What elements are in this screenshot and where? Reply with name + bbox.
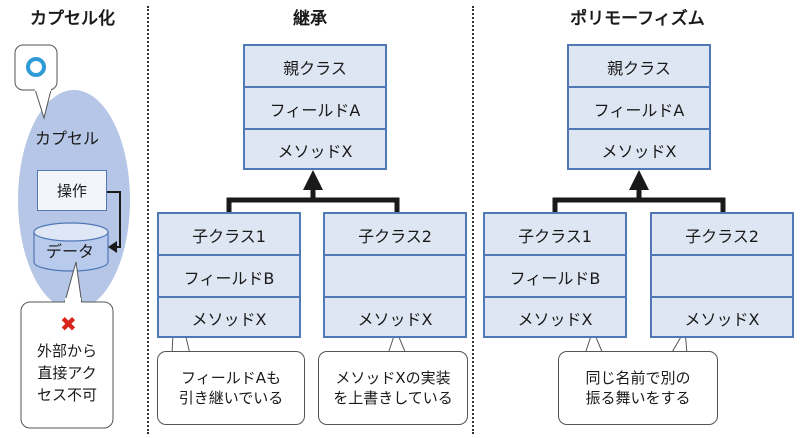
- operation-box: 操作: [37, 170, 107, 211]
- class-field: [325, 256, 465, 297]
- class-name: 子クラス2: [685, 226, 759, 246]
- class-field: フィールドA: [593, 100, 685, 120]
- class-field: [652, 256, 792, 297]
- class-name: 子クラス1: [192, 226, 266, 246]
- data-label: データ: [46, 242, 95, 261]
- inheritance-child1-class: 子クラス1 フィールドB メソッドX: [157, 212, 301, 338]
- class-method: メソッドX: [357, 310, 433, 329]
- inherit-bubble-2: メソッドXの実装 を上書きしている: [318, 351, 468, 425]
- polymorphism-parent-class: 親クラス フィールドA メソッドX: [567, 44, 711, 170]
- section-divider-1: [147, 6, 149, 434]
- class-method: メソッドX: [277, 142, 353, 161]
- bubble-line: 同じ名前で別の: [585, 369, 691, 387]
- deny-line-1: 外部から: [36, 342, 97, 360]
- capsule-heading: カプセル化: [30, 9, 115, 29]
- class-method: メソッドX: [191, 310, 267, 329]
- polymorphism-arrowhead: [629, 170, 649, 190]
- bubble-line: メソッドXの実装: [335, 369, 451, 387]
- class-field: フィールドA: [269, 100, 361, 120]
- capsule-label-bubble: [14, 44, 58, 91]
- polymorphism-child2-class: 子クラス2 メソッドX: [650, 212, 794, 338]
- bubble-line: 振る舞いをする: [585, 389, 691, 407]
- deny-line-3: セス不可: [36, 386, 97, 404]
- bubble-line: フィールドAも: [181, 369, 281, 387]
- class-field: フィールドB: [509, 268, 601, 288]
- class-name: 子クラス1: [518, 226, 592, 246]
- class-name: 親クラス: [283, 58, 347, 78]
- capsule-label: カプセル: [35, 129, 100, 148]
- poly-bubble: 同じ名前で別の 振る舞いをする: [558, 351, 718, 425]
- inheritance-child2-class: 子クラス2 メソッドX: [323, 212, 467, 338]
- operation-to-data-arrow: [107, 191, 121, 248]
- database-icon: [33, 222, 109, 272]
- section-divider-2: [472, 6, 474, 434]
- bubble-line: を上書きしている: [333, 389, 453, 407]
- deny-line-2: 直接アク: [37, 364, 97, 382]
- class-method: メソッドX: [601, 142, 677, 161]
- class-name: 子クラス2: [358, 226, 432, 246]
- arrowhead-left: [108, 241, 117, 253]
- class-field: フィールドB: [183, 268, 275, 288]
- polymorphism-child1-class: 子クラス1 フィールドB メソッドX: [483, 212, 627, 338]
- bubble-line: 引き継いでいる: [178, 389, 284, 407]
- inheritance-heading: 継承: [293, 9, 327, 29]
- polymorphism-heading: ポリモーフィズム: [570, 9, 705, 29]
- circle-icon: [26, 57, 46, 77]
- class-name: 親クラス: [607, 58, 671, 78]
- deny-mark-icon: ✖: [60, 312, 77, 336]
- deny-bubble-text: 外部から 直接アク セス不可: [21, 340, 113, 406]
- inheritance-parent-class: 親クラス フィールドA メソッドX: [243, 44, 387, 170]
- inheritance-arrowhead: [303, 170, 323, 190]
- class-method: メソッドX: [517, 310, 593, 329]
- class-method: メソッドX: [684, 310, 760, 329]
- inherit-bubble-1: フィールドAも 引き継いでいる: [157, 351, 305, 425]
